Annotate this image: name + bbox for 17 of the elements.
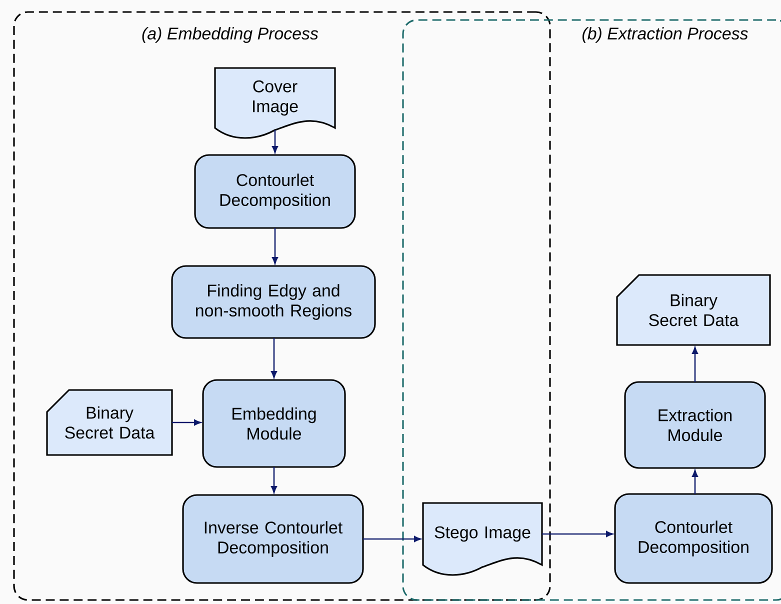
arrow [271,467,277,494]
arrow [692,470,698,494]
data-card: Binary Secret Data [46,389,173,456]
arrow [692,346,698,382]
process-box: Finding Edgy and non-smooth Regions [171,265,376,339]
arrow [271,338,277,378]
arrow [363,536,422,542]
process-box: Inverse Contourlet Decomposition [182,494,364,584]
process-box: Contourlet Decomposition [194,154,356,229]
arrow [542,531,614,537]
arrow [272,228,278,264]
process-box: Extraction Module [624,381,766,469]
process-box: Contourlet Decomposition [614,493,773,584]
process-box: Embedding Module [202,379,346,468]
arrow [172,420,202,426]
data-card: Binary Secret Data [616,274,771,346]
arrow [272,130,278,154]
